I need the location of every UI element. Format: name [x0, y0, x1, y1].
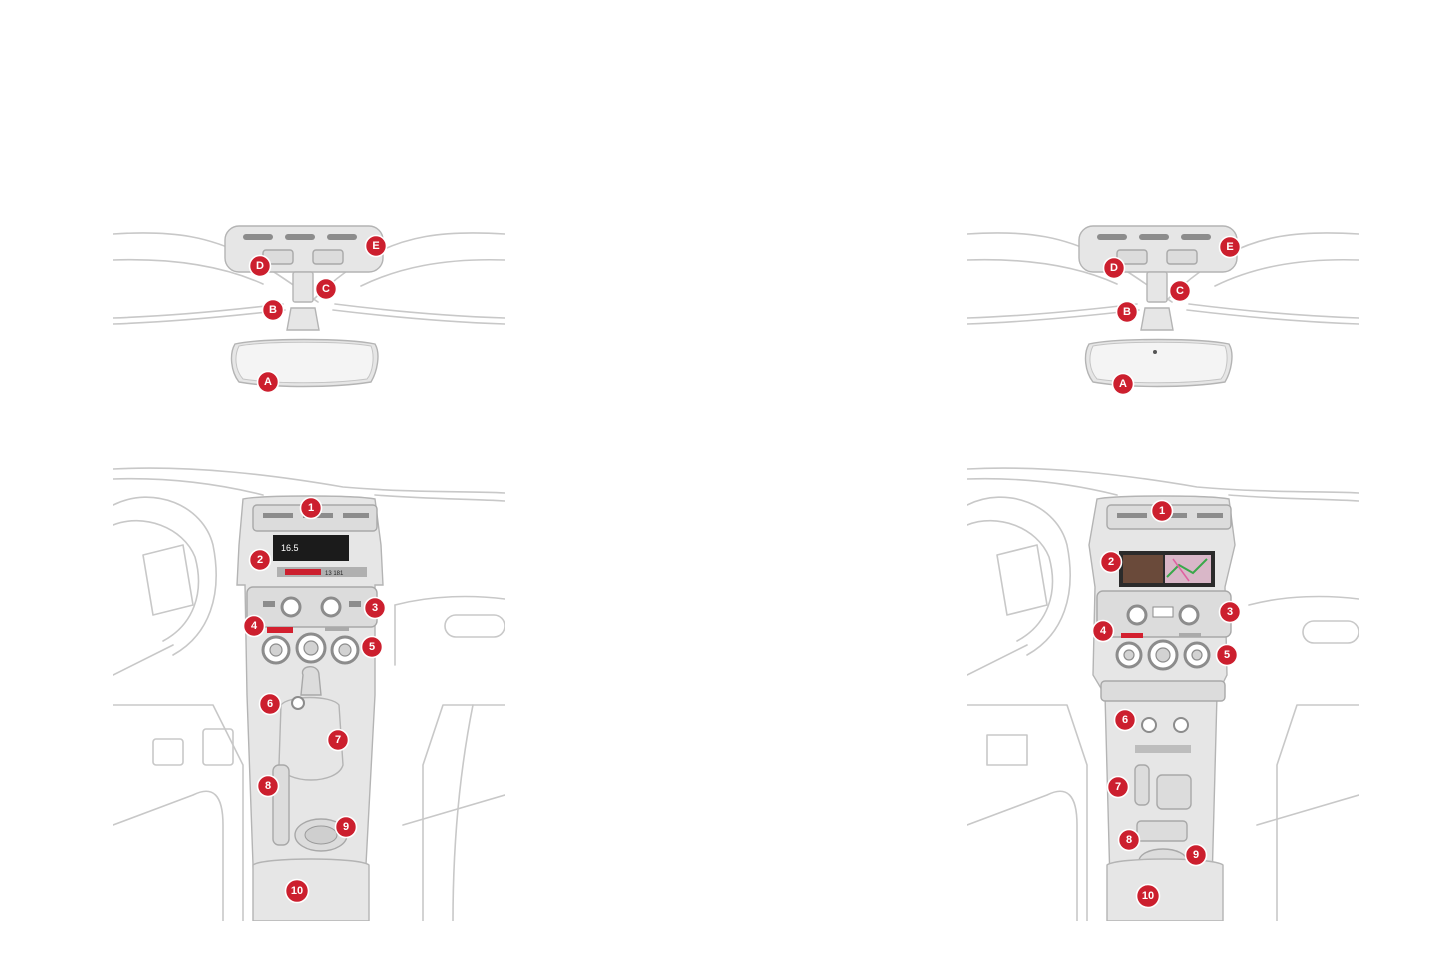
svg-text:1: 1	[308, 502, 314, 514]
callout-C: C	[1168, 279, 1192, 303]
svg-text:C: C	[322, 283, 330, 295]
callout-D: D	[248, 254, 272, 278]
callout-9: 9	[1184, 843, 1208, 867]
left-mirror-diagram: A B C D E	[113, 222, 505, 402]
svg-text:C: C	[1176, 285, 1184, 297]
right-console-illustration: 1 2 3 4 5 6 7 8 9 10	[967, 467, 1359, 921]
callout-A: A	[1111, 372, 1135, 396]
left-console-illustration: 16.5 13 181 1 2 3 4 5 6 7	[113, 467, 505, 921]
left-console-diagram: 16.5 13 181 1 2 3 4 5 6 7	[113, 465, 505, 921]
right-mirror-illustration: A B C D E	[967, 225, 1359, 396]
callout-C: C	[314, 277, 338, 301]
callout-E: E	[1218, 235, 1242, 259]
svg-text:6: 6	[267, 698, 273, 710]
callout-3: 3	[363, 596, 387, 620]
callout-7: 7	[326, 728, 350, 752]
svg-text:6: 6	[1122, 714, 1128, 726]
callout-D: D	[1102, 256, 1126, 280]
right-console-diagram: 1 2 3 4 5 6 7 8 9 10	[967, 465, 1359, 921]
svg-text:8: 8	[265, 780, 271, 792]
callout-2: 2	[1099, 550, 1123, 574]
svg-text:10: 10	[1142, 890, 1154, 902]
callout-1: 1	[1150, 499, 1174, 523]
callout-9: 9	[334, 815, 358, 839]
callout-A: A	[256, 370, 280, 394]
callout-1: 1	[299, 496, 323, 520]
callout-4: 4	[242, 614, 266, 638]
svg-text:9: 9	[1193, 849, 1199, 861]
callout-E: E	[364, 234, 388, 258]
callout-7: 7	[1106, 775, 1130, 799]
svg-text:4: 4	[1100, 625, 1107, 637]
svg-text:7: 7	[1115, 781, 1121, 793]
callout-6: 6	[258, 692, 282, 716]
callout-4: 4	[1091, 619, 1115, 643]
callout-B: B	[261, 298, 285, 322]
callout-5: 5	[360, 635, 384, 659]
callout-5: 5	[1215, 643, 1239, 667]
callout-3: 3	[1218, 600, 1242, 624]
callout-2: 2	[248, 548, 272, 572]
svg-text:1: 1	[1159, 505, 1165, 517]
screen-readout-2: 13 181	[325, 571, 344, 577]
callout-8: 8	[1117, 828, 1141, 852]
svg-text:3: 3	[372, 602, 378, 614]
callout-6: 6	[1113, 708, 1137, 732]
svg-text:D: D	[256, 260, 264, 272]
svg-text:A: A	[264, 376, 272, 388]
svg-text:9: 9	[343, 821, 349, 833]
svg-text:D: D	[1110, 262, 1118, 274]
svg-text:7: 7	[335, 734, 341, 746]
svg-text:3: 3	[1227, 606, 1233, 618]
right-mirror-diagram: A B C D E	[967, 222, 1359, 402]
svg-text:10: 10	[291, 885, 303, 897]
svg-text:8: 8	[1126, 834, 1132, 846]
svg-text:2: 2	[1108, 556, 1114, 568]
svg-text:A: A	[1119, 378, 1127, 390]
callout-10: 10	[284, 878, 310, 904]
screen-readout-1: 16.5	[281, 543, 299, 553]
callout-B: B	[1115, 300, 1139, 324]
callout-8: 8	[256, 774, 280, 798]
left-mirror-illustration: A B C D E	[113, 225, 505, 394]
svg-text:B: B	[269, 304, 277, 316]
callout-10: 10	[1135, 883, 1161, 909]
svg-text:5: 5	[1224, 649, 1230, 661]
svg-text:2: 2	[257, 554, 263, 566]
svg-text:5: 5	[369, 641, 375, 653]
svg-text:4: 4	[251, 620, 258, 632]
svg-text:E: E	[372, 240, 379, 252]
svg-text:E: E	[1226, 241, 1233, 253]
svg-text:B: B	[1123, 306, 1131, 318]
